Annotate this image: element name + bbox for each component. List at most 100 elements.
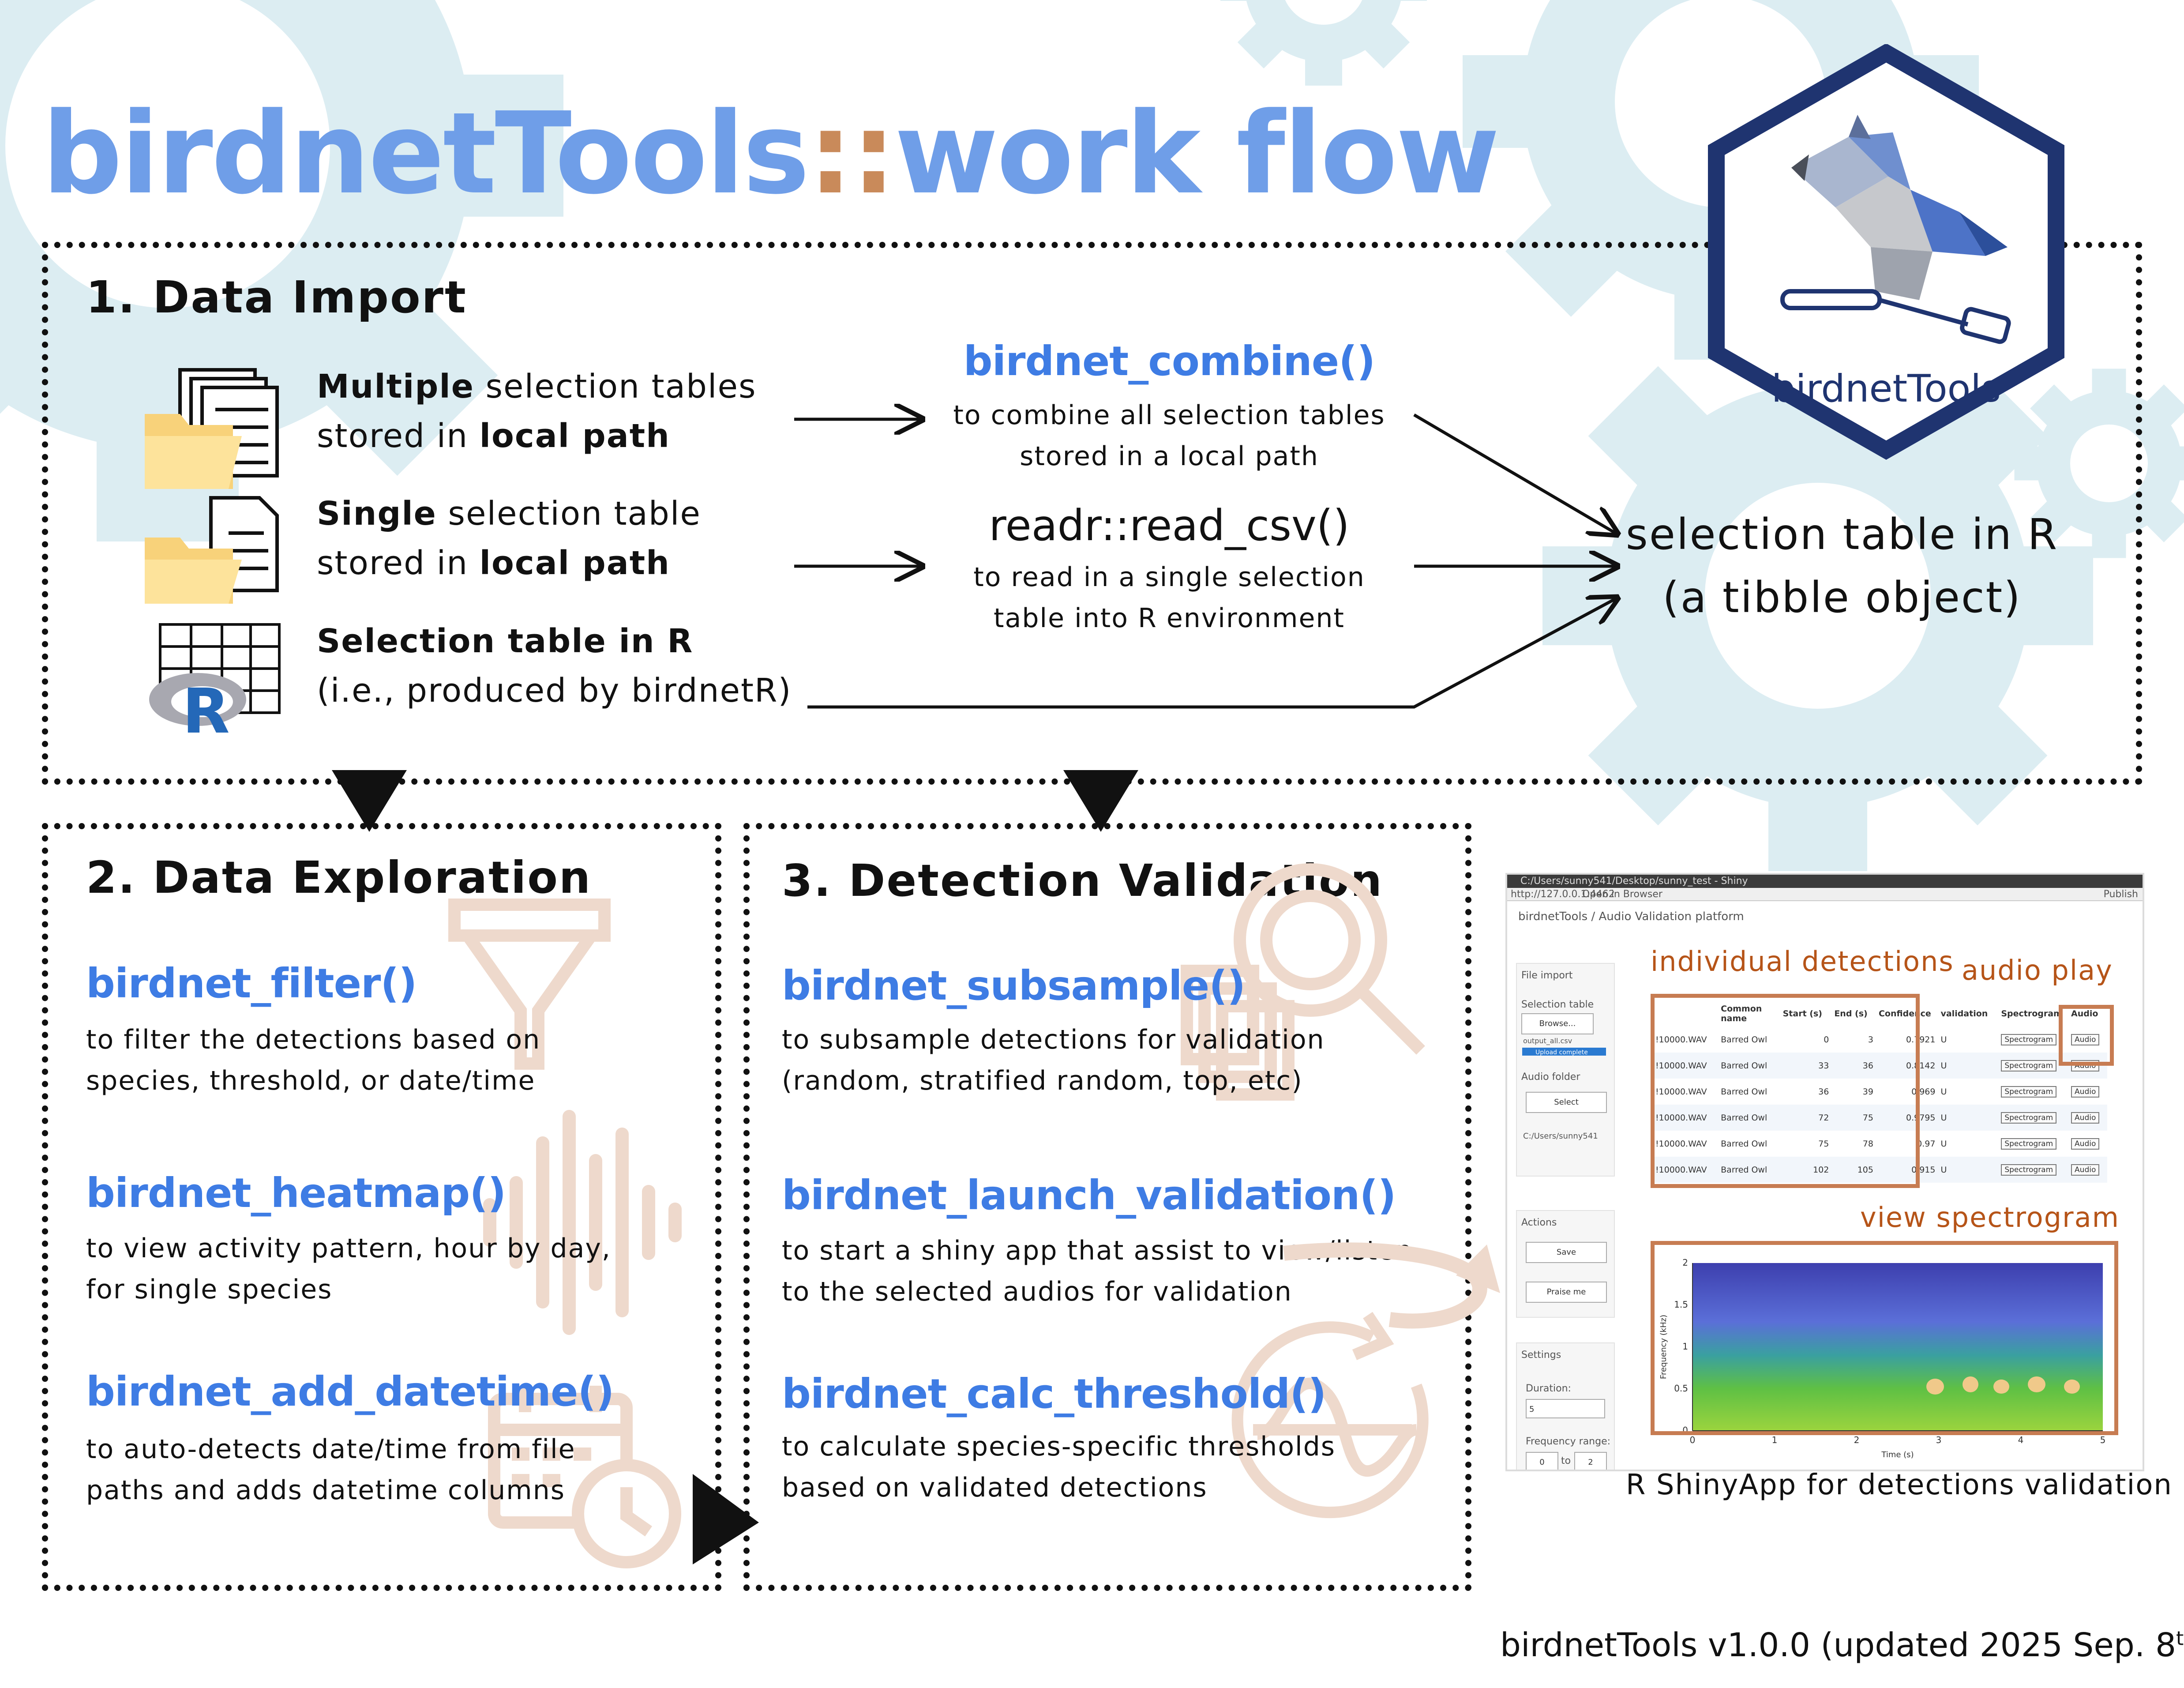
- calendar-clock-icon: [488, 1386, 681, 1568]
- spectrogram-button[interactable]: Spectrogram: [2001, 1034, 2057, 1045]
- save-button[interactable]: Save: [1526, 1242, 1607, 1263]
- table-header-cell[interactable]: Start (s): [1780, 1000, 1832, 1026]
- browser-toolbar: http://127.0.0.1:4462 Open in Browser Pu…: [1507, 888, 2143, 901]
- annotation-individual-detections: individual detections: [1651, 945, 1954, 977]
- table-header-cell[interactable]: Common name: [1718, 1000, 1780, 1026]
- x-tick-label: 3: [1936, 1435, 1942, 1445]
- freq-max-input[interactable]: 2: [1574, 1452, 1607, 1470]
- highlight-spectrogram: [1651, 1241, 2118, 1435]
- x-tick-label: 0: [1690, 1435, 1696, 1445]
- table-cell: 0.7921: [1906, 1034, 1936, 1045]
- table-cell: 78: [1862, 1139, 1873, 1149]
- table-cell: !10000.WAV: [1655, 1086, 1707, 1097]
- table-cell: 33: [1780, 1053, 1832, 1079]
- table-cell: !10000.WAV: [1653, 1105, 1719, 1131]
- folder-files-icon: [145, 368, 279, 489]
- select-folder-button[interactable]: Select: [1526, 1092, 1607, 1113]
- input-r: Selection table in R (i.e., produced by …: [317, 622, 792, 710]
- table-cell: 36: [1831, 1053, 1876, 1079]
- duration-input[interactable]: 5: [1526, 1399, 1605, 1418]
- table-cell: 72: [1780, 1105, 1832, 1131]
- data-exploration-heading: 2. Data Exploration: [86, 852, 592, 903]
- table-cell: 36: [1818, 1086, 1829, 1097]
- y-tick-label: 2: [1682, 1257, 1688, 1268]
- threshold-cycle-icon: [1231, 1312, 1429, 1519]
- annotation-view-spectrogram: view spectrogram: [1860, 1201, 2120, 1233]
- spectrogram-button[interactable]: Spectrogram: [2001, 1164, 2057, 1176]
- table-cell: Barred Owl: [1718, 1105, 1780, 1131]
- settings-panel: Settings Duration: 5 Frequency range: 0 …: [1516, 1342, 1615, 1470]
- shiny-app-screenshot: C:/Users/sunny541/Desktop/sunny_test - S…: [1505, 873, 2144, 1471]
- spectrogram-button[interactable]: Spectrogram: [2001, 1138, 2057, 1150]
- freq-min-input[interactable]: 0: [1526, 1452, 1558, 1470]
- audio-button[interactable]: Audio: [2071, 1164, 2100, 1176]
- annotation-audio-play: audio play: [1962, 954, 2113, 986]
- birdnettools-logo: birdnetTools: [1708, 44, 2064, 460]
- praise-button[interactable]: Praise me: [1526, 1282, 1607, 1303]
- spectrogram-y-label: Frequency (kHz): [1659, 1315, 1668, 1379]
- table-header-cell[interactable]: Audio: [2068, 1000, 2107, 1026]
- fn-birdnet-add-datetime: birdnet_add_datetime(): [86, 1368, 614, 1415]
- data-exploration-section: [42, 823, 721, 1591]
- table-cell: 75: [1831, 1105, 1876, 1131]
- table-header-cell[interactable]: End (s): [1831, 1000, 1876, 1026]
- table-cell: !10000.WAV: [1653, 1157, 1719, 1183]
- spectrogram-x-label: Time (s): [1881, 1450, 1914, 1459]
- publish-button[interactable]: Publish: [2103, 889, 2138, 900]
- audio-button[interactable]: Audio: [2071, 1112, 2100, 1124]
- open-browser-button[interactable]: Open in Browser: [1582, 889, 1662, 900]
- filter-icon: [448, 899, 611, 1070]
- table-cell: 0.9795: [1876, 1105, 1938, 1131]
- fn-read-csv: readr::read_csv(): [989, 501, 1350, 550]
- x-tick-label: 1: [1772, 1435, 1778, 1445]
- page-title: birdnetTools::work flow: [42, 88, 1500, 219]
- table-header-cell[interactable]: [1653, 1000, 1719, 1026]
- highlight-audio: [2059, 1005, 2114, 1066]
- table-cell: Barred Owl: [1721, 1034, 1767, 1045]
- spectrogram-button[interactable]: Spectrogram: [2001, 1112, 2057, 1124]
- magnifier-docs-icon: [1181, 863, 1425, 1101]
- table-cell: U: [1938, 1157, 1999, 1183]
- detection-validation-section: [743, 823, 1471, 1591]
- table-header-cell[interactable]: Spectrogram: [1998, 1000, 2069, 1026]
- browse-button[interactable]: Browse...: [1521, 1013, 1594, 1034]
- table-cell: 102: [1780, 1157, 1832, 1183]
- table-cell: U: [1940, 1086, 1947, 1097]
- table-cell: 105: [1831, 1157, 1876, 1183]
- fn-birdnet-combine: birdnet_combine(): [963, 338, 1375, 385]
- table-header-cell[interactable]: validation: [1938, 1000, 1999, 1026]
- r-table-icon: R: [149, 623, 281, 739]
- audio-button[interactable]: Audio: [2071, 1086, 2100, 1098]
- sound-wave-icon: [483, 1110, 682, 1335]
- version-footer: birdnetTools v1.0.0 (updated 2025 Sep. 8…: [1500, 1626, 2184, 1664]
- screenshot-caption: R ShinyApp for detections validation: [1626, 1469, 2173, 1501]
- upload-progress-bar: Upload complete: [1522, 1048, 1606, 1056]
- table-cell: 0: [1824, 1034, 1829, 1045]
- input-multiple: Multiple selection tables stored in loca…: [317, 368, 757, 455]
- table-cell: Barred Owl: [1721, 1139, 1767, 1149]
- fn-heatmap-desc: to view activity pattern, hour by day,fo…: [86, 1233, 611, 1305]
- logo-text: birdnetTools: [1771, 367, 2001, 411]
- table-cell: U: [1938, 1053, 1999, 1079]
- table-cell: Barred Owl: [1718, 1157, 1780, 1183]
- table-cell: 0.97: [1917, 1139, 1936, 1149]
- file-import-panel: File import Selection table Browse... ou…: [1516, 963, 1615, 1177]
- table-cell: !10000.WAV: [1655, 1139, 1707, 1149]
- spectrogram-button[interactable]: Spectrogram: [2001, 1086, 2057, 1098]
- table-cell: Barred Owl: [1721, 1086, 1767, 1097]
- spectrogram-button[interactable]: Spectrogram: [2001, 1060, 2057, 1071]
- svg-text:R: R: [182, 676, 230, 739]
- audio-button[interactable]: Audio: [2071, 1138, 2100, 1150]
- fn-birdnet-subsample: birdnet_subsample(): [782, 962, 1246, 1009]
- audio-button[interactable]: Audio: [2071, 1034, 2100, 1045]
- app-title: birdnetTools / Audio Validation platform: [1518, 910, 1744, 923]
